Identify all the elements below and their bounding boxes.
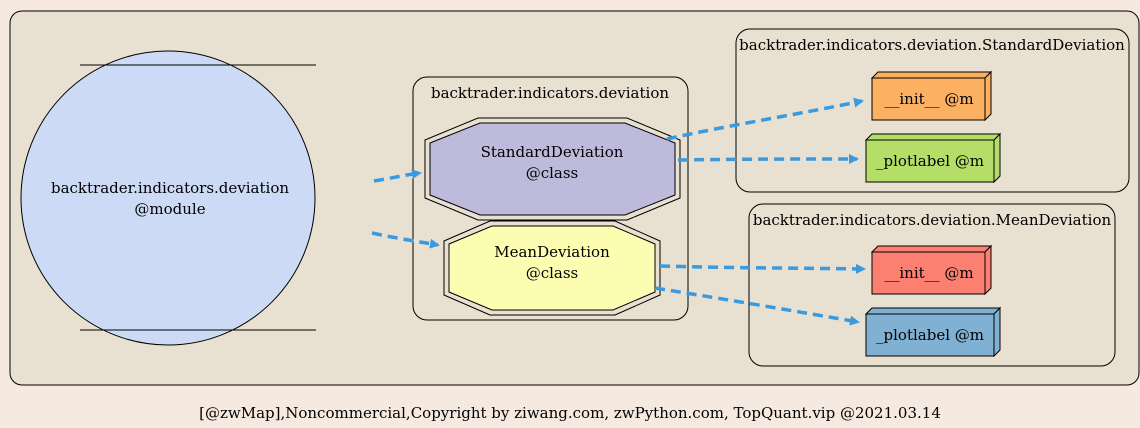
edge-standard-deviation-to-plotlabel [677,154,859,165]
cluster-deviation: backtrader.indicators.deviation [412,76,689,321]
mean-deviation-outer-octagon [443,220,661,316]
cluster-mean-deviation: backtrader.indicators.deviation.MeanDevi… [748,203,1116,367]
standard-plotlabel-side-face [993,132,1001,184]
standard-init-front-face [871,77,986,121]
module-node-name: backtrader.indicators.deviation [51,179,289,197]
mean-init-method-node[interactable]: __init__ @m [870,244,993,296]
cluster-mean-deviation-label: backtrader.indicators.deviation.MeanDevi… [753,211,1112,229]
standard-plotlabel-top-face [864,133,1002,141]
mean-deviation-class-node[interactable]: MeanDeviation @class [443,220,661,316]
cluster-standard-deviation-label: backtrader.indicators.deviation.Standard… [739,36,1125,54]
mean-init-side-face [984,244,992,296]
standard-plotlabel-method-node[interactable]: _plotlabel @m [864,132,1002,184]
mean-deviation-name: MeanDeviation [494,243,610,261]
standard-plotlabel-label: _plotlabel @m [876,152,984,170]
mean-plotlabel-method-node[interactable]: _plotlabel @m [864,306,1002,358]
edge-mean-deviation-to-init [659,263,866,274]
cluster-mean-deviation-box [748,203,1116,367]
standard-init-top-face [870,71,993,79]
mean-deviation-inner-octagon [448,225,656,311]
edges [371,97,866,326]
standard-deviation-class-node[interactable]: StandardDeviation @class [424,117,681,221]
cluster-standard-deviation: backtrader.indicators.deviation.Standard… [735,28,1130,193]
module-node[interactable]: backtrader.indicators.deviation @module [20,50,316,346]
standard-init-side-face [984,70,992,122]
cluster-standard-deviation-box [735,28,1130,193]
edge-module-to-mean-deviation [371,231,440,249]
mean-plotlabel-top-face [864,307,1002,315]
mean-init-top-face [870,245,993,253]
standard-init-method-node[interactable]: __init__ @m [870,70,993,122]
standard-plotlabel-front-face [865,139,995,183]
standard-deviation-name: StandardDeviation [481,143,624,161]
mean-plotlabel-label: _plotlabel @m [876,326,984,344]
standard-init-label: __init__ @m [884,90,973,108]
module-node-shape [20,50,316,346]
cluster-deviation-box [412,76,689,321]
mean-init-label: __init__ @m [884,264,973,282]
edge-mean-deviation-to-plotlabel [654,286,860,326]
cluster-deviation-label: backtrader.indicators.deviation [431,84,669,102]
standard-deviation-inner-octagon [429,122,676,216]
edge-standard-deviation-to-init [666,97,864,141]
mean-deviation-tag: @class [526,264,579,282]
footer-copyright: [@zwMap],Noncommercial,Copyright by ziwa… [199,404,941,422]
mean-plotlabel-side-face [993,306,1001,358]
module-node-tag: @module [134,200,205,218]
edge-module-to-standard-deviation [373,169,422,183]
standard-deviation-tag: @class [526,164,579,182]
mean-plotlabel-front-face [865,313,995,357]
standard-deviation-outer-octagon [424,117,681,221]
mean-init-front-face [871,251,986,295]
